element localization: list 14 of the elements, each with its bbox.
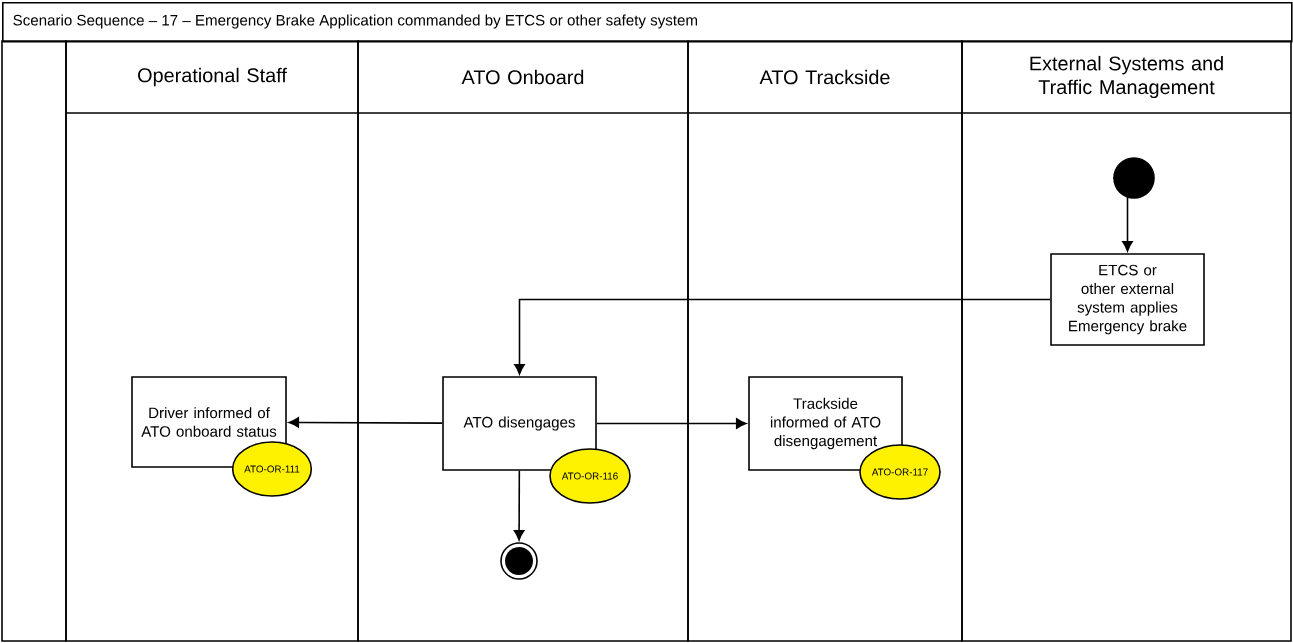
node-label: ATO Trackside bbox=[759, 69, 890, 85]
arrow bbox=[513, 470, 525, 541]
node-label: ATO Onboard bbox=[461, 69, 584, 85]
arrow bbox=[1112, 177, 1133, 252]
node-label: Operational Staff bbox=[138, 67, 287, 87]
title: Scenario Sequence – 17 – Emergency Brake Application commanded by ETCS or other safety system bbox=[13, 14, 697, 29]
arrow bbox=[288, 417, 443, 428]
activity-box: ATO disengages bbox=[442, 376, 597, 471]
activity-box: ETCS or other external system applies Emergency brake bbox=[1050, 253, 1205, 346]
start-node bbox=[1113, 157, 1155, 199]
arrow bbox=[514, 298, 1051, 375]
arrow bbox=[596, 418, 747, 429]
node-label: External Systems and Traffic Management bbox=[1030, 55, 1223, 99]
end-node bbox=[500, 542, 538, 580]
